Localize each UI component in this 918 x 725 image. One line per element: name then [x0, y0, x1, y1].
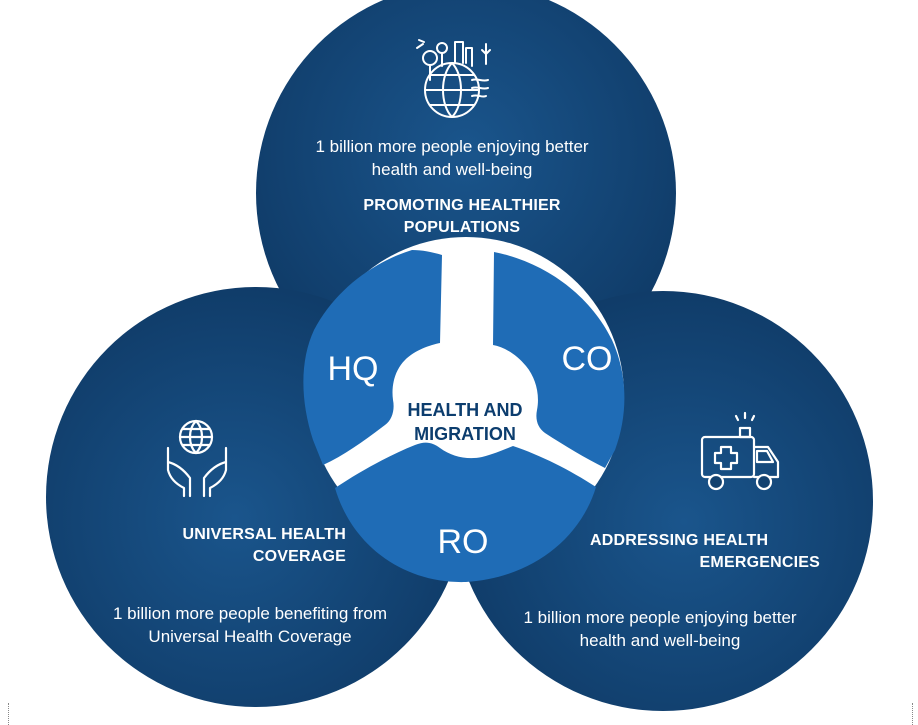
right-title: ADDRESSING HEALTH EMERGENCIES: [590, 530, 830, 574]
top-description-line1: 1 billion more people enjoying better: [315, 137, 589, 156]
top-title: PROMOTING HEALTHIER POPULATIONS: [292, 195, 632, 239]
top-description-line2: health and well-being: [371, 160, 533, 179]
center-label-line1: HEALTH AND: [407, 400, 523, 420]
left-description-line2: Universal Health Coverage: [148, 627, 352, 646]
ambulance-icon: [700, 411, 780, 491]
segment-co-label: CO: [561, 340, 613, 378]
top-title-line1: PROMOTING HEALTHIER: [363, 197, 561, 214]
left-description: 1 billion more people benefiting from Un…: [90, 602, 410, 648]
right-description: 1 billion more people enjoying better he…: [500, 606, 820, 652]
left-title-line1: UNIVERSAL HEALTH: [182, 526, 346, 543]
segment-ro: [335, 442, 596, 583]
center-label: HEALTH AND MIGRATION: [370, 398, 560, 446]
top-description: 1 billion more people enjoying better he…: [272, 135, 632, 181]
corner-mark-left: [8, 703, 13, 725]
center-label-line2: MIGRATION: [414, 424, 516, 444]
right-title-line2: EMERGENCIES: [699, 554, 820, 571]
segment-hq-label: HQ: [327, 350, 379, 388]
right-title-line1: ADDRESSING HEALTH: [590, 532, 769, 549]
right-description-line1: 1 billion more people enjoying better: [523, 608, 797, 627]
left-description-line1: 1 billion more people benefiting from: [112, 604, 388, 623]
hands-globe-icon: [166, 419, 228, 498]
segment-hq: [303, 250, 442, 465]
segment-co: [493, 252, 625, 468]
segment-ro-label: RO: [437, 523, 489, 561]
right-description-line2: health and well-being: [579, 631, 741, 650]
left-title: UNIVERSAL HEALTH COVERAGE: [106, 524, 346, 568]
left-title-line2: COVERAGE: [252, 548, 346, 565]
corner-mark-right: [912, 703, 917, 725]
top-title-line2: POPULATIONS: [403, 219, 521, 236]
globe-city-nature-icon: [416, 39, 491, 118]
